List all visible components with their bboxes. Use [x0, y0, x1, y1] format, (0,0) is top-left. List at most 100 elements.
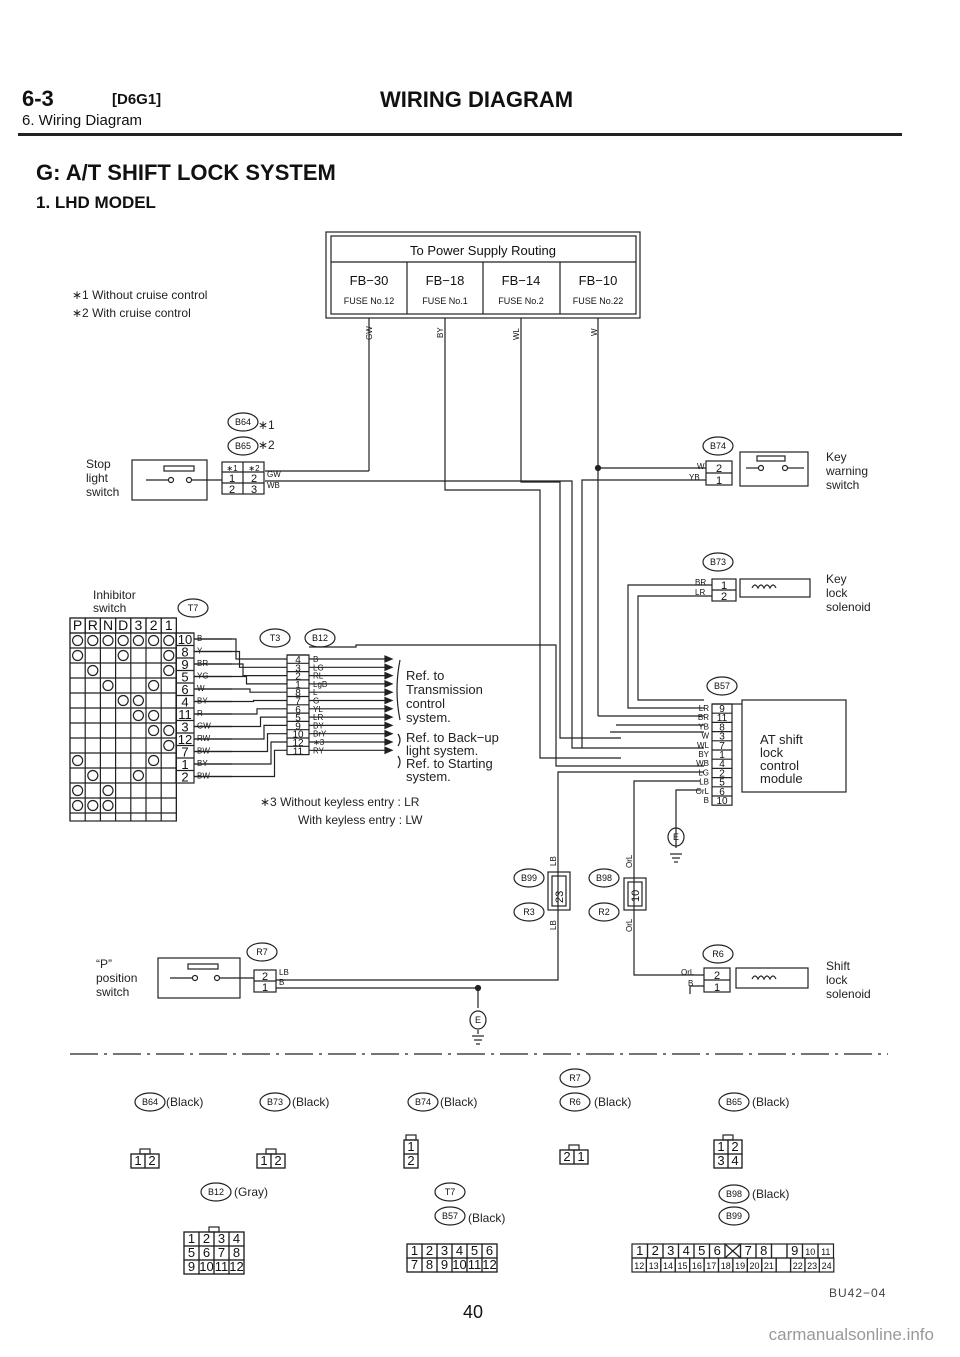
legend-b98-pin: 13 [649, 1261, 659, 1271]
svg-text:Inhibitor: Inhibitor [93, 588, 136, 602]
legend-b57-face-pin: 10 [452, 1257, 466, 1272]
svg-text:Stop: Stop [86, 457, 111, 471]
svg-text:2: 2 [262, 971, 268, 983]
svg-text:3: 3 [251, 484, 257, 496]
connector-id-bubble [702, 552, 734, 572]
legend-b57-color: (Black) [468, 1211, 505, 1225]
connector-id-bubble [469, 1010, 487, 1030]
legend-b57-face-cell [481, 1257, 498, 1273]
svg-text:OrL: OrL [625, 854, 634, 868]
star-2: ∗2 [258, 438, 275, 452]
b57-pin: 10 [716, 796, 728, 807]
ref-transmission-4: system. [406, 710, 451, 725]
connector-id-bubble [407, 1092, 439, 1112]
connector-id-t7: T7 [445, 1187, 456, 1197]
ground-p [472, 1030, 484, 1045]
inhibitor-to-t3-wire [194, 688, 287, 693]
svg-text:Shift: Shift [826, 959, 851, 973]
inhibitor-contact [148, 634, 160, 647]
inhibitor-pin: 6 [181, 682, 188, 697]
legend-b98-blank-mark [724, 1243, 741, 1259]
legend-r6-cell [573, 1149, 589, 1165]
connector-id-bubble [200, 1182, 232, 1202]
connector-id-b74: B74 [710, 441, 726, 451]
inhibitor-to-t3-wire [194, 663, 287, 677]
t3-pin: 6 [295, 705, 301, 716]
svg-text:B: B [279, 978, 284, 987]
stop-light-switch: Stop light switch ∗1 ∗2 1 2 2 3 GW WB [86, 457, 281, 501]
svg-text:2: 2 [716, 463, 722, 475]
svg-text:solenoid: solenoid [826, 987, 871, 1001]
inhibitor-contact [148, 679, 160, 692]
inhibitor-contact [71, 649, 84, 662]
ref-starting-1: Ref. to Starting [406, 756, 493, 771]
note-3b: With keyless entry : LW [298, 813, 423, 827]
b99-connector: 23 LB LB [547, 856, 571, 930]
svg-text:10: 10 [630, 890, 642, 902]
svg-text:W: W [697, 462, 705, 471]
inhibitor-contact [71, 754, 84, 767]
svg-text:light: light [86, 471, 109, 485]
legend-b57-face-pin: 6 [486, 1243, 493, 1258]
wire-label: W [590, 328, 599, 336]
t3-pin: 8 [295, 688, 301, 699]
legend-b57-face-pin: 1 [411, 1243, 418, 1258]
legend-b73-pin: 2 [274, 1153, 281, 1168]
legend-b98-pin: 11 [821, 1247, 830, 1257]
connector-id-b65: B65 [726, 1097, 742, 1107]
connector-id-bubble [706, 676, 738, 696]
svg-text:1: 1 [721, 580, 727, 592]
legend-b12-pin: 9 [188, 1259, 195, 1274]
legend-r6-color: (Black) [594, 1095, 631, 1109]
t3-pin: 11 [293, 746, 304, 757]
svg-text:1: 1 [229, 473, 235, 485]
legend-b98-pin: 5 [698, 1243, 705, 1258]
legend-b64-color: (Black) [166, 1095, 203, 1109]
arrow-head [384, 746, 394, 755]
legend-b57-face-pin: 7 [411, 1257, 418, 1272]
svg-text:∗2: ∗2 [248, 464, 260, 473]
t3-pin: 3 [295, 663, 301, 674]
connector-id-bubble [434, 1182, 466, 1202]
legend-b12-pin: 10 [199, 1259, 213, 1274]
inhibitor-contact [71, 784, 84, 797]
b57-wire-label: WL [697, 741, 710, 750]
page-subtitle: 6. Wiring Diagram [22, 112, 143, 129]
section-title: G: A/T SHIFT LOCK SYSTEM [36, 160, 336, 185]
connector-id-b99: B99 [521, 873, 537, 883]
svg-text:switch: switch [96, 985, 129, 999]
arrow-head [384, 704, 394, 713]
svg-text:2: 2 [721, 591, 727, 603]
wire-yb [581, 479, 706, 738]
legend-b98-cell [818, 1257, 835, 1273]
legend-b73-color: (Black) [292, 1095, 329, 1109]
connector-id-bubble [718, 1184, 750, 1204]
svg-text:23: 23 [554, 891, 566, 903]
svg-text:1: 1 [714, 982, 720, 994]
inhibitor-contact [132, 709, 144, 722]
legend-b12-cell [228, 1259, 245, 1275]
connector-id-b57: B57 [714, 681, 730, 691]
connector-id-r7: R7 [256, 947, 268, 957]
connector-id-t3: T3 [270, 633, 281, 643]
legend-b12-pin: 8 [233, 1245, 240, 1260]
svg-text:solenoid: solenoid [826, 600, 871, 614]
legend-b65-pin: 2 [731, 1139, 738, 1154]
b57-wire-label: OrL [696, 787, 710, 796]
t3-pin: 1 [295, 680, 301, 691]
svg-text:switch: switch [86, 485, 119, 499]
legend-b98-pin: 14 [663, 1261, 673, 1271]
svg-text:switch: switch [826, 478, 859, 492]
arrow-head [384, 655, 394, 663]
connector-id-r6: R6 [569, 1097, 581, 1107]
connector-id-bubble [702, 944, 734, 964]
stop-switch-wires [265, 480, 704, 749]
fuse-label: FUSE No.22 [573, 296, 624, 306]
legend-b98-pin: 16 [692, 1261, 702, 1271]
connector-id-b65: B65 [235, 441, 251, 451]
b57-wire-label: B [704, 796, 709, 805]
connector-id-bubble [259, 628, 291, 648]
inhibitor-contact [163, 724, 175, 737]
